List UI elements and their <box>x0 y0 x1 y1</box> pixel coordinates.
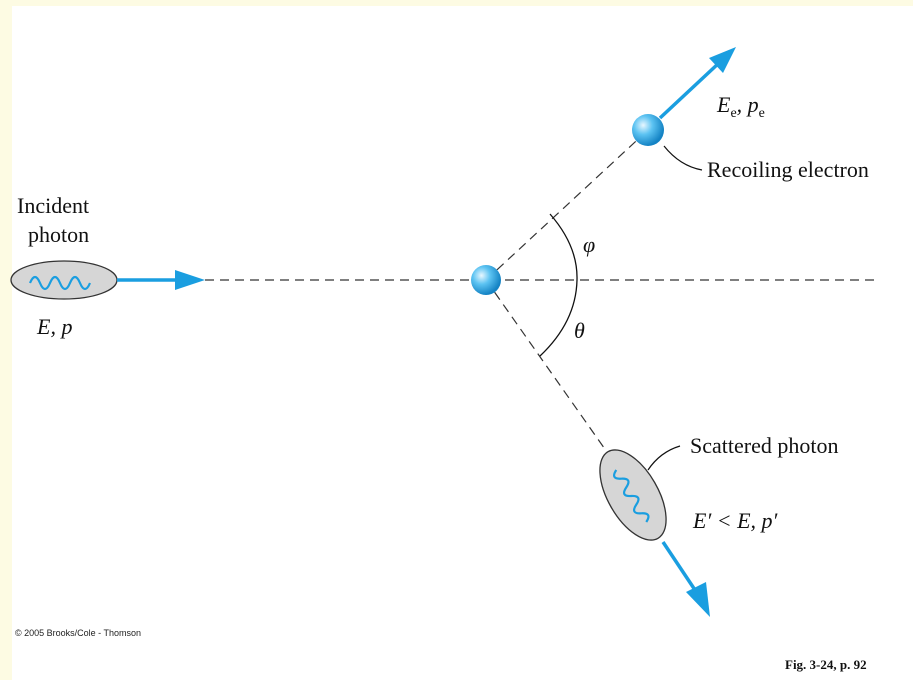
scattered-photon-arrow-head <box>686 582 710 617</box>
wave-icon <box>612 469 650 523</box>
scattered-photon-path-dashed-line <box>485 279 615 463</box>
target-electron <box>471 265 501 295</box>
scattered-relation-label: E′ < E, p′ <box>692 508 779 533</box>
scattered-photon <box>599 449 667 541</box>
recoiling-electron <box>632 114 664 146</box>
wave-icon <box>28 275 92 291</box>
electron-arrow-head <box>709 47 736 73</box>
scattered-photon-label: Scattered photon <box>690 433 838 458</box>
electron-energy-subscript: e <box>730 106 736 121</box>
incident-photon-label-line1: Incident <box>17 193 89 218</box>
theta-angle-arc <box>539 279 578 357</box>
phi-label: φ <box>583 232 595 257</box>
electron-energy-symbol: E <box>716 92 731 117</box>
incident-arrow-head <box>175 270 205 290</box>
incident-photon <box>10 260 118 300</box>
electron-arrow <box>658 60 722 120</box>
figure-panel <box>12 6 913 680</box>
electron-momentum-subscript: e <box>759 106 765 121</box>
wave-packet-icon <box>10 260 118 300</box>
figure-reference: Fig. 3-24, p. 92 <box>785 657 867 672</box>
electron-path-dashed-line <box>485 129 649 281</box>
electron-leader-line <box>663 145 703 171</box>
incident-energy-label: E, p <box>36 314 72 339</box>
recoiling-electron-label: Recoiling electron <box>707 157 869 182</box>
scattered-photon-arrow <box>661 541 697 591</box>
incident-photon-label-line2: photon <box>28 222 89 247</box>
phi-angle-arc <box>549 213 578 281</box>
electron-momentum-label: Ee, pe <box>716 92 765 121</box>
electron-momentum-separator: , p <box>737 92 759 117</box>
scattered-photon-leader-line <box>647 445 681 471</box>
theta-label: θ <box>574 318 585 343</box>
copyright-text: © 2005 Brooks/Cole - Thomson <box>15 628 141 638</box>
